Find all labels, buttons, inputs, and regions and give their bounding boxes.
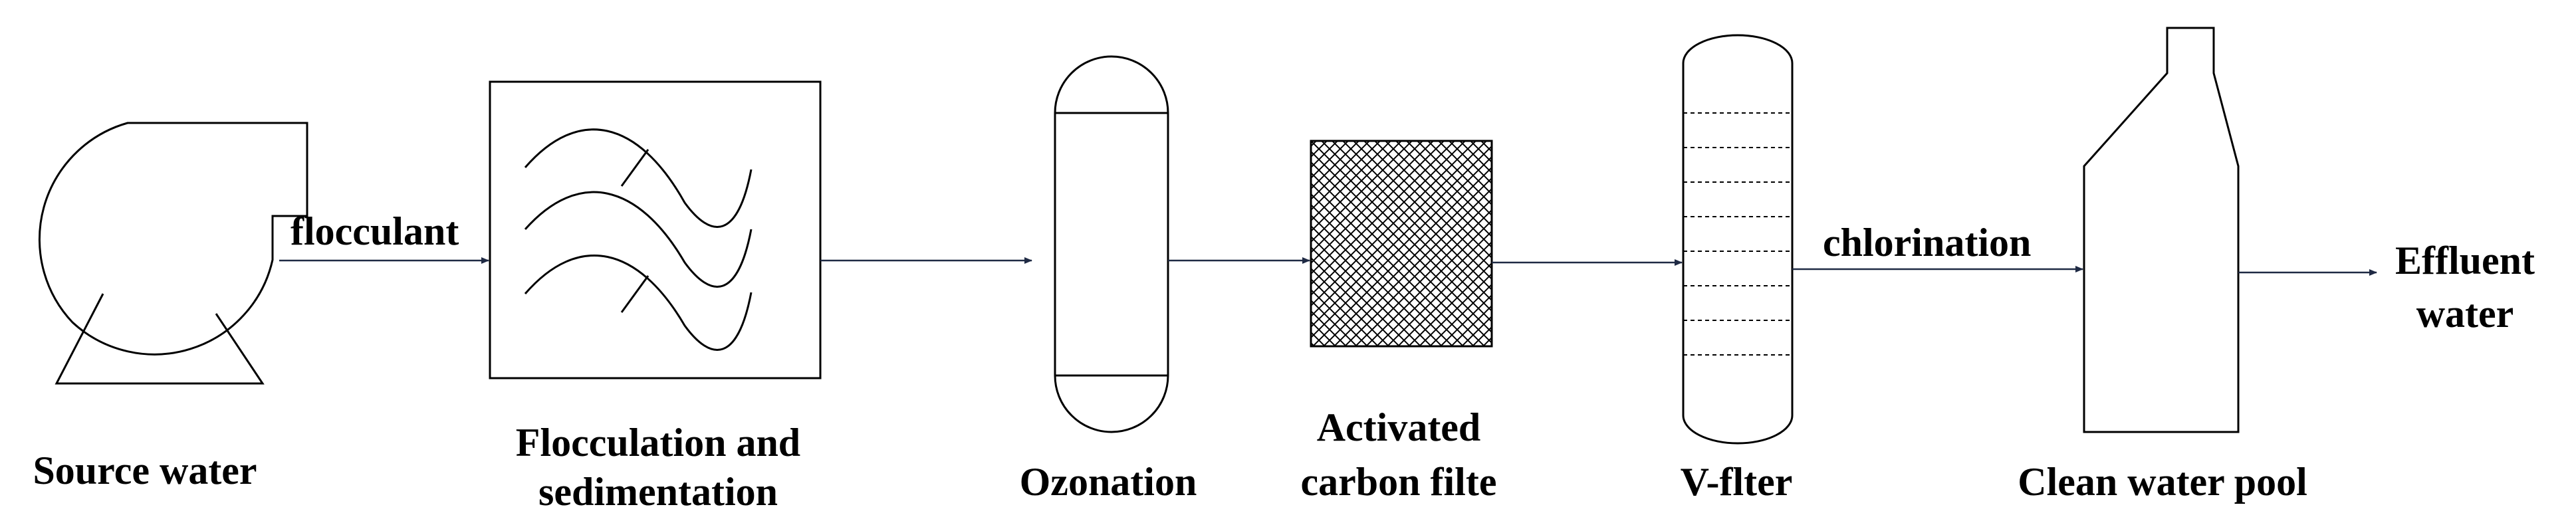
v-filter-label: V-flter [1681, 460, 1793, 504]
effluent-water-label-line1: Effluent [2395, 239, 2535, 282]
activated-carbon-label-line2: carbon filte [1301, 460, 1497, 504]
ozonation-tank-icon [1054, 55, 1169, 433]
ozonation-label: Ozonation [1020, 460, 1197, 504]
effluent-water-label-line2: water [2416, 292, 2514, 336]
flocculant-label: flocculant [291, 209, 459, 253]
flocculation-label-line2: sedimentation [538, 470, 778, 514]
flocculation-tank-icon [489, 80, 822, 379]
flow-connectors [279, 257, 2377, 276]
source-water-label: Source water [33, 449, 257, 492]
activated-carbon-filter-icon [1310, 140, 1493, 348]
clean-water-pool-label: Clean water pool [2018, 460, 2307, 504]
v-filter-column-icon [1682, 34, 1794, 445]
activated-carbon-label-line1: Activated [1317, 405, 1481, 449]
clean-water-pool-icon [2083, 27, 2240, 433]
flocculation-label-line1: Flocculation and [516, 421, 800, 465]
source-water-pump-icon [39, 122, 308, 385]
chlorination-label: chlorination [1823, 221, 2031, 265]
